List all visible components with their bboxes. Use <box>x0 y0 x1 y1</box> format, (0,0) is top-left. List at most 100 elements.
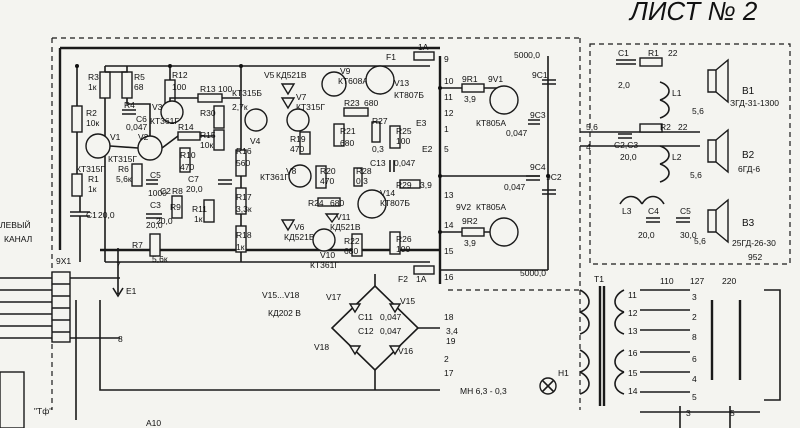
value-c5-spk: 30,0 <box>680 230 697 240</box>
label-r2: R2 <box>86 108 97 118</box>
value-r21: 680 <box>340 138 354 148</box>
label-110v: 110 <box>660 276 674 286</box>
value-r18: 1к <box>236 242 245 252</box>
resistor-r7 <box>149 233 161 257</box>
transistor-v3 <box>160 100 184 124</box>
bottom-bus <box>75 300 440 420</box>
junction-dot <box>75 64 79 68</box>
resistor-r5 <box>121 71 133 99</box>
pin-10: 10 <box>444 76 454 86</box>
pin-8: 8 <box>118 334 123 344</box>
resistor-9r2 <box>461 227 485 237</box>
value-r9: 2,7к <box>232 102 248 112</box>
label-r1: R1 <box>88 174 99 184</box>
label-r6: R6 <box>118 164 129 174</box>
value-9c4: 0,047 <box>504 182 526 192</box>
value-c13: 0,047 <box>394 158 416 168</box>
pin-9: 9 <box>444 54 449 64</box>
capacitor-c4-spk <box>646 217 660 223</box>
pin-15: 15 <box>444 246 454 256</box>
transistor-v10 <box>312 228 336 252</box>
label-r18: R18 <box>236 230 252 240</box>
type-v10: КТ361Г <box>310 260 339 270</box>
diode-v16 <box>388 345 402 356</box>
fuse-f2 <box>413 265 435 275</box>
pin-16: 16 <box>444 272 454 282</box>
value-r1-spk: 22 <box>668 48 678 58</box>
tr-pin-12: 12 <box>628 308 638 318</box>
label-9r2: 9R2 <box>462 216 478 226</box>
label-v18: V18 <box>314 342 329 352</box>
capacitor-c2c3 <box>618 133 632 139</box>
type-v7: КТ315Г <box>296 102 325 112</box>
resistor-r1 <box>71 173 83 197</box>
resistor-r20 <box>315 165 327 189</box>
label-tf: "Тф" <box>34 406 52 416</box>
resistor-9r1 <box>461 83 485 93</box>
resistor-r28 <box>353 167 363 187</box>
sheet-title: ЛИСТ № 2 <box>628 0 758 26</box>
label-c2: C2 <box>160 186 171 196</box>
diode-v5 <box>280 83 296 96</box>
diode-v7 <box>280 97 296 110</box>
resistor-r21 <box>333 123 345 147</box>
label-r1-spk: R1 <box>648 48 659 58</box>
resistor-r14 <box>177 131 201 141</box>
pin-1: 1 <box>444 124 449 134</box>
label-v16: V16 <box>398 346 413 356</box>
resistor-r24 <box>317 197 341 207</box>
label-c4-spk: C4 <box>648 206 659 216</box>
label-v7: V7 <box>296 92 307 102</box>
arrow-e1 <box>112 248 124 298</box>
value-b3-imp: 5,6 <box>694 236 706 246</box>
label-c12: C12 <box>358 326 374 336</box>
pin-19: 19 <box>446 336 456 346</box>
label-9c2: 9C2 <box>546 172 562 182</box>
label-v3: V3 <box>152 102 163 112</box>
type-b1: ЗГД-31-1300 <box>730 98 779 108</box>
capacitor-c13 <box>389 160 395 172</box>
value-c7: 20,0 <box>186 184 203 194</box>
label-r26: R26 <box>396 234 412 244</box>
resistor-r26 <box>389 231 401 255</box>
connector-9x1 <box>51 271 71 343</box>
value-r13: 100 <box>218 84 232 94</box>
type-v9: КТ608А <box>338 76 368 86</box>
label-9c1: 9C1 <box>532 70 548 80</box>
transistor-9v1 <box>489 85 519 115</box>
value-r19: 470 <box>290 144 304 154</box>
label-v4: V4 <box>250 136 261 146</box>
type-v2: КТ315Г <box>108 154 137 164</box>
inductor-l2 <box>659 145 670 183</box>
pin-14: 14 <box>444 220 454 230</box>
resistor-r15 <box>213 129 225 151</box>
value-r20: 470 <box>320 176 334 186</box>
label-e3: E3 <box>416 118 427 128</box>
value-9c3: 0,047 <box>506 128 528 138</box>
capacitor-c5-spk <box>676 217 690 223</box>
value-r25: 100 <box>396 136 410 146</box>
resistor-r25 <box>389 125 401 149</box>
label-c6: C6 <box>136 114 147 124</box>
speaker-enclosure <box>589 43 791 265</box>
label-v15: V15 <box>400 296 415 306</box>
tr-pin-14: 14 <box>628 386 638 396</box>
label-v13: V13 <box>394 78 409 88</box>
transistor-v14 <box>357 189 387 219</box>
label-r10: R10 <box>180 150 196 160</box>
pin-5: 5 <box>444 144 449 154</box>
transistor-v8 <box>288 164 312 188</box>
label-v2: V2 <box>138 132 149 142</box>
tr-pin-15: 15 <box>628 368 638 378</box>
label-r28: R28 <box>356 166 372 176</box>
type-v14: КТ807Б <box>380 198 410 208</box>
value-9r2: 3,9 <box>464 238 476 248</box>
capacitor-9c2 <box>542 189 556 195</box>
pin-4: 4 <box>586 142 591 152</box>
label-e1: E1 <box>126 286 137 296</box>
diode-v15 <box>388 303 402 314</box>
value-c12: 0,047 <box>380 326 402 336</box>
junction-dot <box>438 230 442 234</box>
label-c1: C1 <box>86 210 97 220</box>
